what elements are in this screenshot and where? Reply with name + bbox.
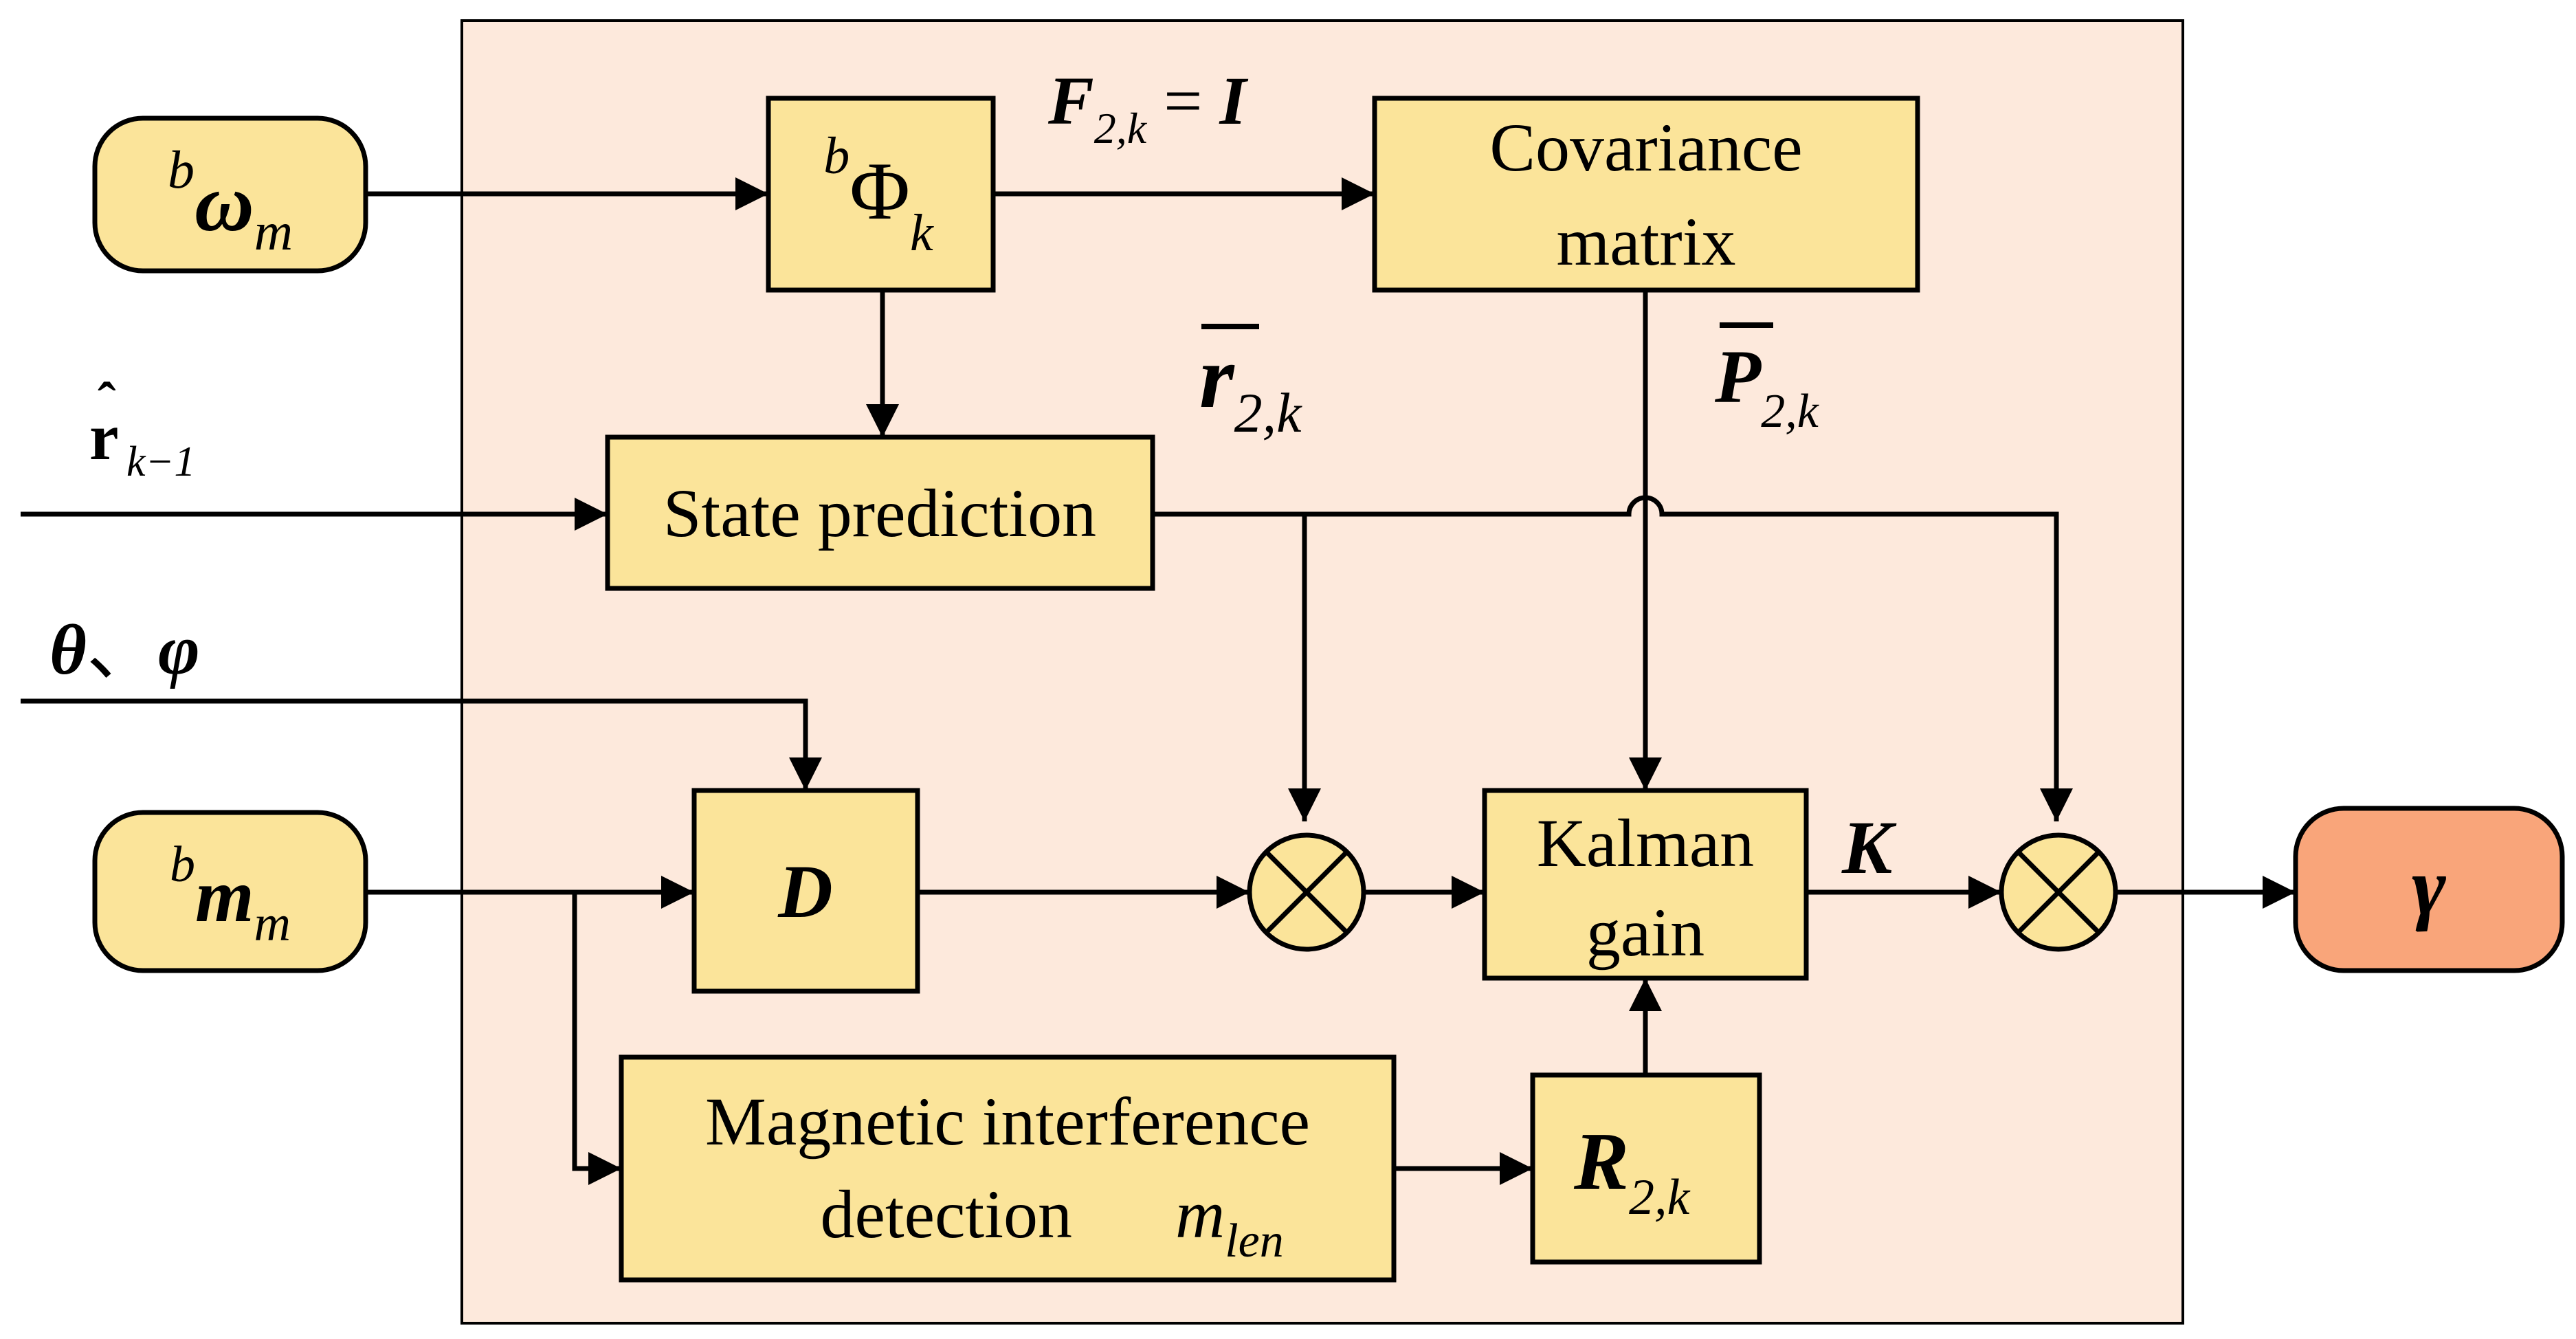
output-gamma: γ [2293, 806, 2565, 973]
r-prev-sub: k−1 [126, 439, 195, 485]
p-bar-sub: 2,k [1761, 385, 1820, 438]
label-r-prev: r ˆ k−1 [89, 373, 195, 485]
d-label: D [777, 850, 832, 933]
block-covariance: Covariance matrix [1372, 96, 1920, 293]
state-prediction-label: State prediction [663, 475, 1096, 551]
mag-symbol: m [195, 854, 254, 938]
line-m-to-interference [572, 892, 621, 1185]
input-omega: bωm [92, 115, 368, 274]
interference-line1: Magnetic interference [705, 1083, 1310, 1160]
multiplier-2 [1999, 832, 2118, 952]
interference-line2: detection [820, 1176, 1072, 1252]
p-bar-symbol: P [1714, 335, 1762, 419]
label-k: K [1841, 806, 1897, 889]
theta-symbol: θ [49, 610, 87, 689]
angle-separator: 、 [87, 610, 158, 689]
svg-text:R2,k: R2,k [1573, 1116, 1691, 1226]
mag-sub: m [254, 896, 291, 952]
block-phi: bΦk [766, 96, 996, 293]
label-f: F2,k = I [1047, 63, 1249, 153]
f-symbol: F [1047, 63, 1094, 139]
block-state-prediction: State prediction [605, 434, 1155, 591]
block-d: D [691, 788, 920, 994]
r-prev-symbol: r [89, 400, 119, 474]
interference-m-sub: len [1225, 1215, 1284, 1268]
kalman-line2: gain [1586, 894, 1705, 971]
line-angles-to-d [21, 698, 822, 790]
svg-text:mlen: mlen [1175, 1176, 1284, 1268]
phi-block-sup: b [823, 127, 850, 185]
kalman-line1: Kalman [1537, 805, 1755, 881]
covariance-line2: matrix [1556, 203, 1735, 280]
block-kalman-gain: Kalman gain [1482, 788, 1809, 981]
r-bar-sub: 2,k [1234, 381, 1303, 444]
f-rhs: = [1146, 63, 1219, 139]
connections [21, 177, 2296, 1185]
block-interference-detection: Magnetic interference detection mlen [619, 1054, 1397, 1283]
r-block-sub: 2,k [1629, 1169, 1691, 1226]
interference-m-symbol: m [1175, 1176, 1225, 1252]
omega-sup: b [168, 140, 195, 199]
phi-symbol: φ [158, 610, 200, 689]
r-prev-hat: ˆ [98, 373, 116, 433]
label-p-bar: P2,k [1714, 322, 1820, 438]
k-symbol: K [1841, 806, 1897, 889]
input-magnetometer: bmm [92, 810, 368, 973]
gamma-symbol: γ [2412, 841, 2446, 932]
covariance-line1: Covariance [1489, 109, 1802, 186]
svg-text:r2,k: r2,k [1199, 328, 1302, 444]
label-angles: θ、φ [49, 610, 200, 689]
svg-text:θ、φ: θ、φ [49, 610, 200, 689]
f-identity: I [1219, 63, 1249, 139]
omega-sub: m [254, 201, 293, 261]
svg-text:P2,k: P2,k [1714, 335, 1820, 438]
r-bar-symbol: r [1199, 328, 1235, 427]
mag-sup: b [170, 837, 195, 893]
block-r: R2,k [1530, 1072, 1762, 1265]
svg-text:bΦk: bΦk [823, 127, 934, 262]
svg-text:F2,k = I: F2,k = I [1047, 63, 1249, 153]
f-sub: 2,k [1094, 104, 1148, 153]
svg-text:bωm: bωm [168, 140, 293, 261]
label-r-bar: r2,k [1199, 324, 1302, 444]
r-block-symbol: R [1573, 1116, 1629, 1207]
phi-block-sub: k [910, 204, 934, 262]
phi-block-symbol: Φ [850, 145, 910, 236]
multiplier-1 [1247, 832, 1366, 952]
omega-symbol: ω [195, 157, 254, 248]
svg-text:bmm: bmm [170, 837, 291, 952]
